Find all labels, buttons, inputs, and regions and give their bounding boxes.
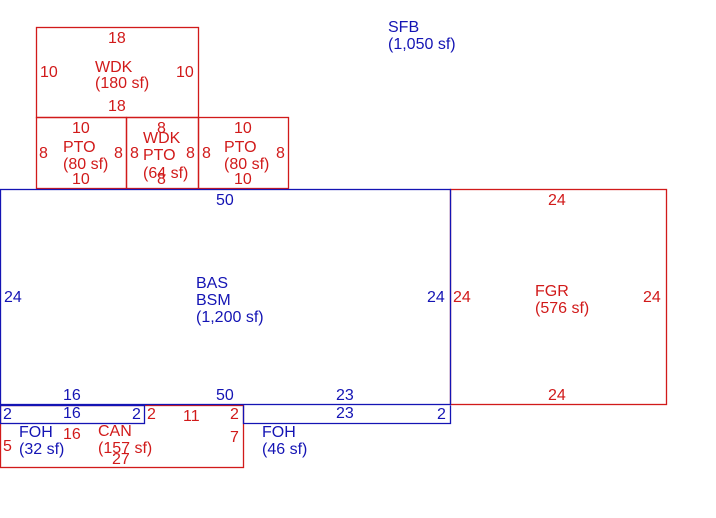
area-code: PTO xyxy=(224,139,257,156)
area-code: CAN xyxy=(98,423,132,440)
dim-label: 8 xyxy=(186,145,195,162)
outlines xyxy=(0,26,668,469)
dim-label: 8 xyxy=(39,145,48,162)
foh-right-outline xyxy=(242,405,452,425)
summary-area: (1,050 sf) xyxy=(388,36,456,53)
dim-label: 16 xyxy=(63,387,81,404)
area-code: WDK xyxy=(95,59,133,76)
summary-code: SFB xyxy=(388,19,419,36)
dim-label: 27 xyxy=(112,451,130,468)
dim-label: 23 xyxy=(336,405,354,422)
bas-bsm-outline xyxy=(0,188,452,406)
area-code-2: PTO xyxy=(143,147,176,164)
dim-label: 18 xyxy=(108,98,126,115)
dim-label: 24 xyxy=(453,289,471,306)
dim-label: 8 xyxy=(130,145,139,162)
dim-label: 8 xyxy=(157,171,166,188)
dim-label: 10 xyxy=(72,171,90,188)
dim-label: 16 xyxy=(63,405,81,422)
wdk-top-labels: 18 10 10 18 WDK (180 sf) xyxy=(40,30,194,115)
dim-label: 7 xyxy=(230,429,239,446)
area-size: (32 sf) xyxy=(19,441,64,458)
area-code: FGR xyxy=(535,283,569,300)
dim-label: 24 xyxy=(548,192,566,209)
dim-label: 2 xyxy=(230,406,239,423)
dim-label: 2 xyxy=(3,406,12,423)
pto-left-labels: 10 8 8 10 PTO (80 sf) xyxy=(39,120,123,188)
dim-label: 10 xyxy=(234,120,252,137)
bas-bsm-labels: 50 24 24 16 50 23 BAS BSM (1,200 sf) xyxy=(4,192,445,404)
area-size: (157 sf) xyxy=(98,440,152,457)
dim-label: 5 xyxy=(3,438,12,455)
area-size: (180 sf) xyxy=(95,75,149,92)
dim-label: 50 xyxy=(216,192,234,209)
dim-label: 24 xyxy=(4,289,22,306)
can-labels: 16 2 11 2 7 27 CAN (157 sf) xyxy=(63,406,239,468)
area-size: (80 sf) xyxy=(63,156,108,173)
area-code: FOH xyxy=(19,424,53,441)
area-code: FOH xyxy=(262,424,296,441)
dim-label: 8 xyxy=(276,145,285,162)
area-size: (46 sf) xyxy=(262,441,307,458)
dim-label: 8 xyxy=(114,145,123,162)
area-size: (1,200 sf) xyxy=(196,309,264,326)
dim-label: 2 xyxy=(147,406,156,423)
dim-label: 10 xyxy=(176,64,194,81)
dim-label: 10 xyxy=(72,120,90,137)
dim-label: 10 xyxy=(40,64,58,81)
pto-right-labels: 10 8 8 10 PTO (80 sf) xyxy=(202,120,285,188)
foh-left-outline xyxy=(0,404,146,425)
area-size: (80 sf) xyxy=(224,156,269,173)
area-size: (576 sf) xyxy=(535,300,589,317)
foh-right-labels: 23 2 FOH (46 sf) xyxy=(262,405,446,458)
dim-label: 24 xyxy=(643,289,661,306)
dim-label: 11 xyxy=(183,408,200,425)
dim-label: 10 xyxy=(234,171,252,188)
dim-label: 23 xyxy=(336,387,354,404)
summary-label: SFB (1,050 sf) xyxy=(388,19,456,53)
dim-label: 2 xyxy=(132,406,141,423)
dim-label: 8 xyxy=(157,120,166,137)
foh-left-labels: 2 16 2 FOH (32 sf) xyxy=(3,405,141,458)
pto-right-outline xyxy=(197,116,290,190)
area-code: PTO xyxy=(63,139,96,156)
dim-label: 8 xyxy=(202,145,211,162)
area-size: (64 sf) xyxy=(143,165,188,182)
wdk-pto-center-labels: 8 8 8 8 WDK PTO (64 sf) xyxy=(130,120,195,188)
dim-label: 24 xyxy=(548,387,566,404)
area-code-2: BSM xyxy=(196,292,231,309)
dim-label: 18 xyxy=(108,30,126,47)
dim-label: 50 xyxy=(216,387,234,404)
area-code: BAS xyxy=(196,275,228,292)
area-code: WDK xyxy=(143,130,181,147)
fgr-labels: 24 24 24 24 FGR (576 sf) xyxy=(453,192,661,404)
dim-label: 24 xyxy=(427,289,445,306)
dim-label: 2 xyxy=(437,406,446,423)
dim-label: 16 xyxy=(63,426,81,443)
